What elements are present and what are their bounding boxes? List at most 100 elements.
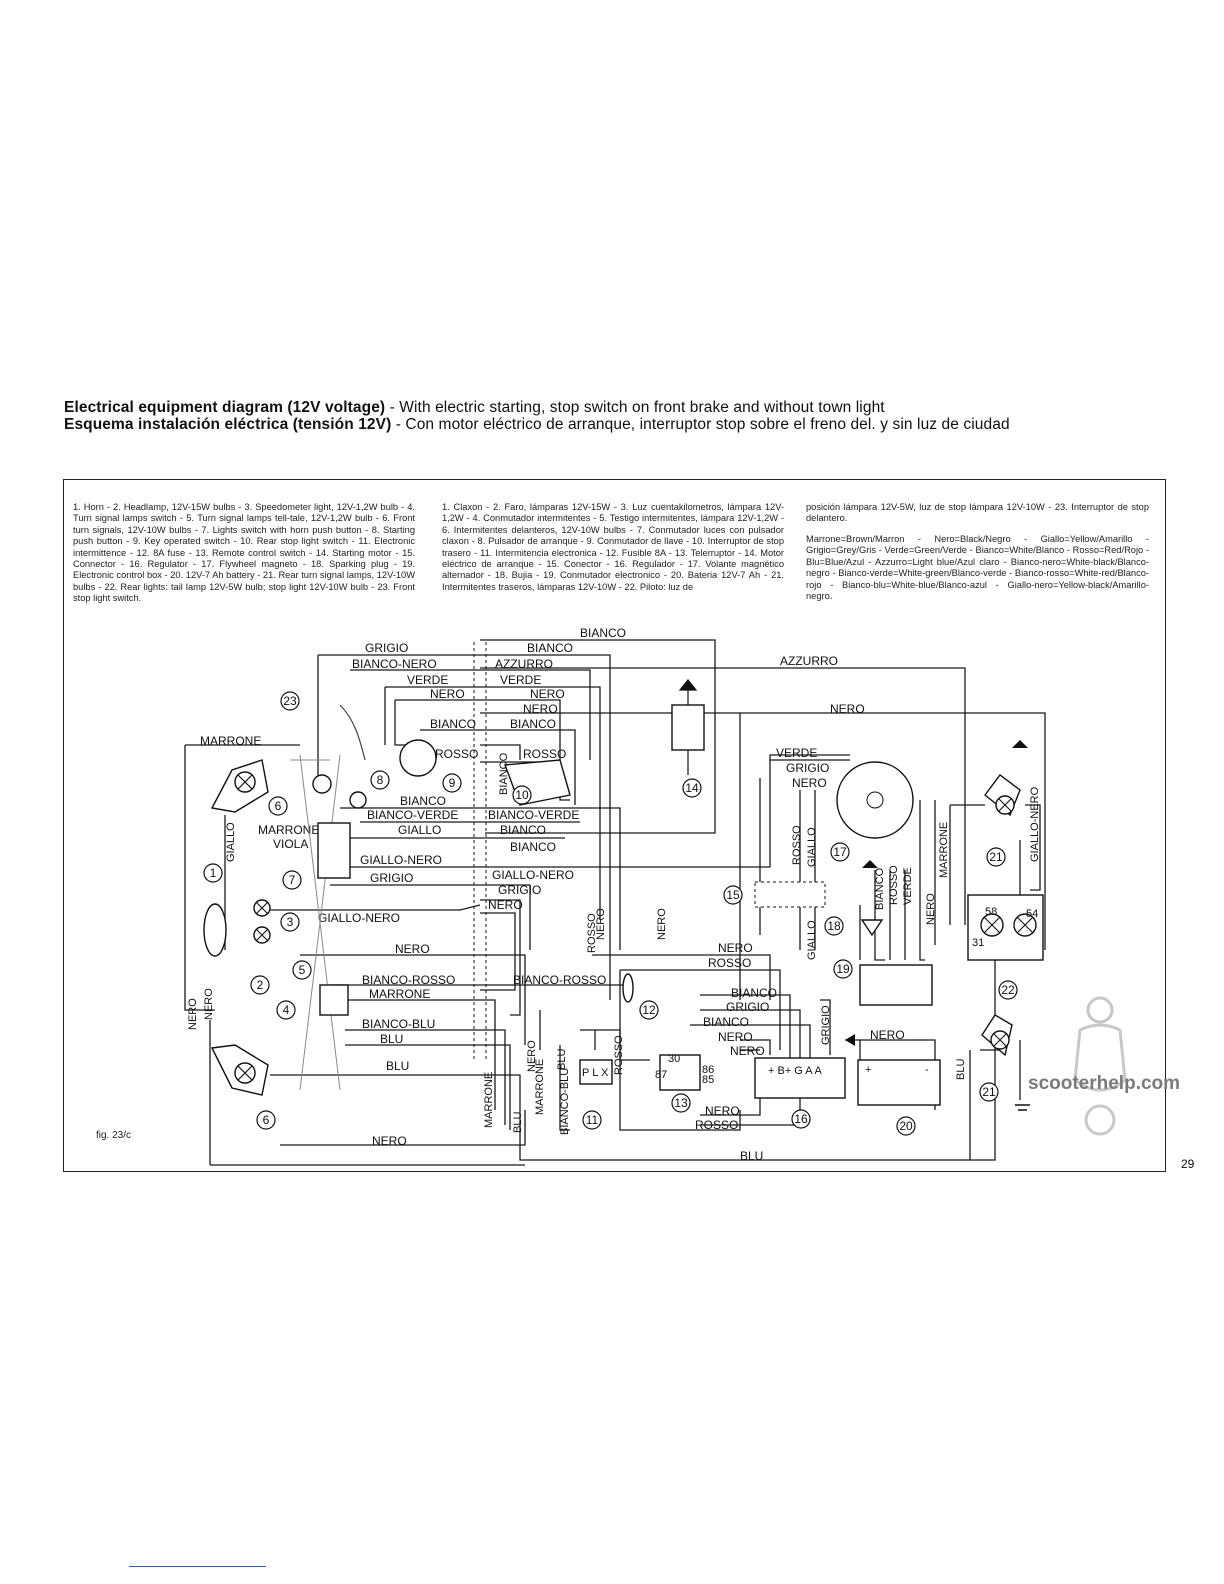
footer-link-underline[interactable] (129, 1566, 266, 1567)
wire-label-nero-vertical: NERO (187, 998, 199, 1030)
wires (184, 639, 1046, 1166)
component-text: P L X + B+ G A A 30 87 86 85 58 54 31 + … (582, 906, 1038, 1086)
callout-4: 4 (276, 1000, 296, 1020)
wire-label-blu-vertical: BLU (955, 1059, 967, 1080)
rear-light (967, 894, 1044, 961)
battery-plus: + (865, 1064, 871, 1076)
callout-1: 1 (203, 863, 223, 883)
wire-label-giallo-nero: GIALLO-NERO (318, 911, 400, 925)
svg-text:23: 23 (283, 694, 297, 708)
wire-label-rosso: ROSSO (435, 747, 478, 761)
svg-text:9: 9 (449, 776, 456, 790)
battery-minus: - (925, 1064, 929, 1076)
wire-label-bianco: BIANCO (430, 717, 476, 731)
callout-6: 6 (268, 796, 288, 816)
wire-label-rosso: ROSSO (695, 1118, 738, 1132)
svg-text:8: 8 (377, 773, 384, 787)
callout-13: 13 (671, 1093, 691, 1113)
wire-label-bianco: BIANCO (527, 641, 573, 655)
wire-label-verde: VERDE (776, 746, 817, 760)
wire-label-nero-vertical: NERO (203, 988, 215, 1020)
svg-text:17: 17 (833, 845, 847, 859)
wire-label-azzurro: AZZURRO (495, 657, 553, 671)
callout-21: 21 (979, 1082, 999, 1102)
battery (857, 1059, 941, 1106)
wire-label-bianco-verde: BIANCO-VERDE (367, 808, 458, 822)
relay-pin-85: 85 (702, 1074, 714, 1086)
wire-label-nero: NERO (395, 942, 430, 956)
wire-label-blu-vertical: BLU (512, 1112, 524, 1133)
wire-label-blu: BLU (740, 1149, 763, 1163)
svg-text:7: 7 (289, 873, 296, 887)
wire-labels: BIANCO GRIGIO BIANCO BIANCO-NERO AZZURRO… (200, 626, 905, 1163)
wire-label-bianco-vertical: BIANCO (874, 867, 886, 910)
callout-7: 7 (282, 870, 302, 890)
title-spanish-bold: Esquema instalación eléctrica (tensión 1… (64, 416, 392, 433)
svg-text:3: 3 (287, 915, 294, 929)
wire-label-giallo-nero-vertical: GIALLO-NERO (1029, 786, 1041, 862)
rear-turn-signal-upper (984, 774, 1021, 817)
wire-label-giallo-nero: GIALLO-NERO (360, 853, 442, 867)
ground-symbol-icon (1015, 1104, 1030, 1111)
wire-label-bianco: BIANCO (580, 626, 626, 640)
front-stop-switch (312, 774, 332, 794)
svg-text:20: 20 (899, 1119, 913, 1133)
callout-17: 17 (830, 842, 850, 862)
start-button (349, 791, 367, 809)
svg-text:10: 10 (515, 788, 529, 802)
callout-18: 18 (824, 916, 844, 936)
flywheel-magneto (836, 761, 914, 839)
rear-turn-signal-lower (981, 1014, 1013, 1057)
wire-label-grigio: GRIGIO (365, 641, 408, 655)
wire-label-bianco: BIANCO (510, 717, 556, 731)
wire-label-giallo: GIALLO (398, 823, 441, 837)
light-pin-54: 54 (1026, 908, 1038, 920)
starter-motor (671, 679, 705, 775)
figure-caption: fig. 23/c (96, 1130, 132, 1141)
wire-label-bianco: BIANCO (703, 1015, 749, 1029)
callout-20: 20 (896, 1116, 916, 1136)
callout-14: 14 (682, 778, 702, 798)
callout-19: 19 (833, 959, 853, 979)
control-box (859, 964, 933, 1006)
callouts: 1 2 3 4 5 6 6 7 8 9 10 11 12 13 14 15 16… (203, 691, 1018, 1136)
wire-label-blu: BLU (386, 1059, 409, 1073)
wire-label-nero-vertical: NERO (925, 893, 937, 925)
callout-2: 2 (250, 975, 270, 995)
wire-label-rosso-vertical: ROSSO (791, 825, 803, 865)
wire-label-giallo-vertical: GIALLO (225, 822, 237, 862)
svg-text:6: 6 (263, 1113, 270, 1127)
wire-label-nero: NERO (830, 702, 865, 716)
diagram-frame (63, 479, 1166, 1172)
relay-pin-87: 87 (655, 1069, 667, 1081)
callout-11: 11 (582, 1110, 602, 1130)
callout-22: 22 (998, 980, 1018, 1000)
wire-label-nero: NERO (488, 898, 523, 912)
components (203, 679, 1044, 1111)
legend-spanish: 1. Claxon - 2. Faro, lámparas 12V-15W - … (442, 502, 784, 592)
key-switch (399, 739, 437, 777)
wire-label-bianco: BIANCO (400, 794, 446, 808)
svg-text:22: 22 (1001, 983, 1015, 997)
front-turn-signal-lower (210, 1044, 269, 1096)
svg-text:21: 21 (989, 850, 1003, 864)
title-english-bold: Electrical equipment diagram (12V voltag… (64, 399, 386, 416)
spark-plug (860, 919, 884, 937)
wire-label-grigio: GRIGIO (726, 1000, 769, 1014)
turn-switch-body (319, 984, 349, 1016)
wire-label-nero: NERO (372, 1134, 407, 1148)
wire-label-giallo-vertical: GIALLO (806, 920, 818, 960)
wire-label-nero-vertical: NERO (595, 908, 607, 940)
page-number: 29 (1181, 1157, 1195, 1171)
relay-pin-30: 30 (668, 1053, 680, 1065)
svg-text:4: 4 (283, 1003, 290, 1017)
title-english-rest: - With electric starting, stop switch on… (385, 399, 885, 416)
wire-label-viola: VIOLA (273, 837, 308, 851)
electronic-intermittence (579, 1059, 613, 1085)
connector-block (473, 642, 487, 1062)
ground-arrow-icon (1012, 740, 1028, 748)
callout-9: 9 (442, 773, 462, 793)
wire-label-bianco-blu: BIANCO-BLU (362, 1017, 435, 1031)
wire-label-rosso: ROSSO (708, 956, 751, 970)
